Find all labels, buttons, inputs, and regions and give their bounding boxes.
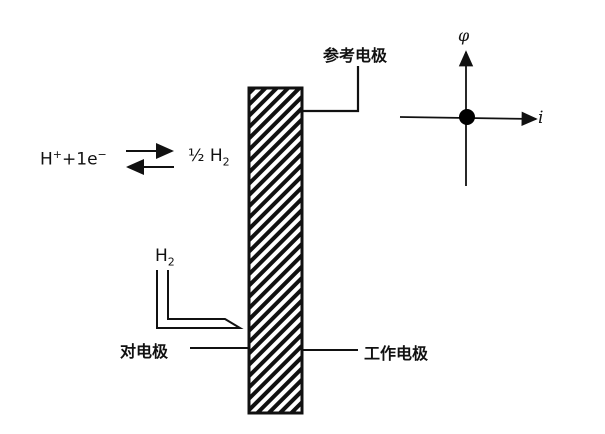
gas-channel-outline <box>156 270 244 329</box>
operating-point <box>459 109 475 125</box>
working-electrode-label: 工作电极 <box>364 344 429 363</box>
reaction-left: H++1e− <box>40 148 107 170</box>
reaction-h: H <box>40 149 53 170</box>
gas-sub: 2 <box>167 255 175 269</box>
gas-label: H2 <box>155 246 175 268</box>
reaction-electron-charge: − <box>97 148 107 161</box>
gas-h: H <box>155 246 168 266</box>
reaction-h2-half: ½ H <box>188 146 223 166</box>
counter-electrode-label: 对电极 <box>120 342 169 361</box>
reference-leader-line <box>302 66 360 113</box>
reaction-right: ½ H2 <box>188 146 230 168</box>
reference-electrode-label: 参考电极 <box>323 46 388 65</box>
phi-axis-label: φ <box>458 26 470 45</box>
reaction-h2-sub: 2 <box>222 155 230 169</box>
reaction-electron: +1e <box>62 149 98 170</box>
electrode-bar <box>247 86 304 415</box>
i-axis-label: i <box>538 108 544 128</box>
reaction-h-charge: + <box>52 148 63 161</box>
